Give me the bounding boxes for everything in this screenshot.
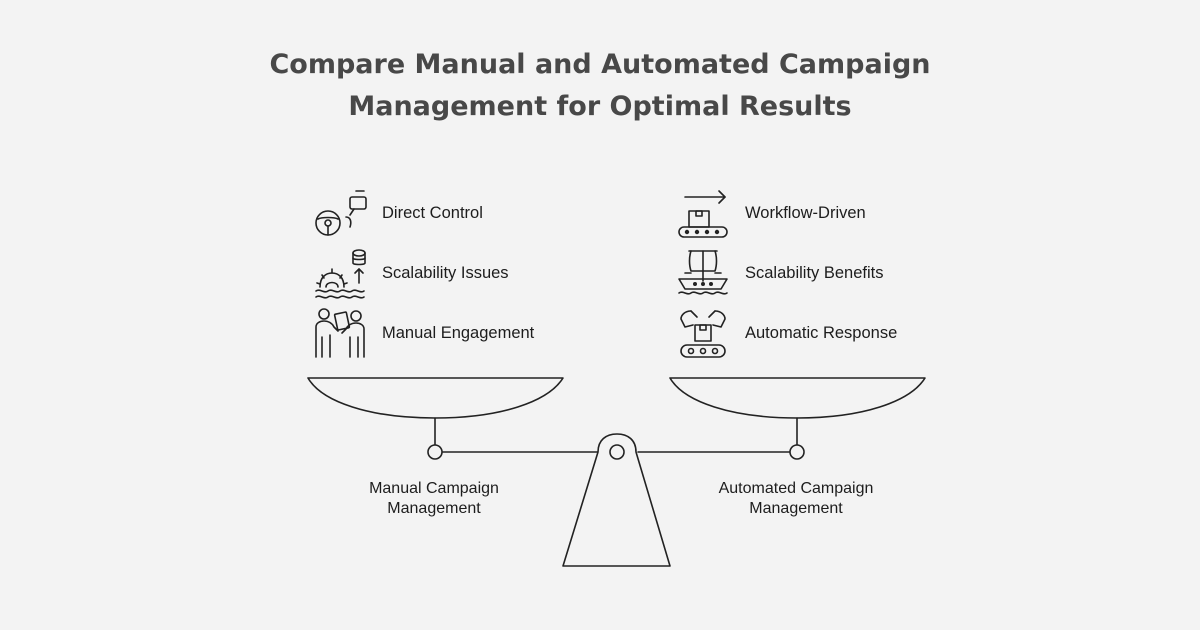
title-line-1: Compare Manual and Automated Campaign (269, 49, 931, 80)
ship-icon (678, 250, 728, 295)
left-beam-joint (427, 444, 443, 460)
right-beam-joint (789, 444, 805, 460)
right-item-3-label: Automatic Response (745, 323, 898, 342)
title-line-2: Management for Optimal Results (348, 91, 852, 122)
right-item-3: Automatic Response (675, 308, 897, 358)
right-pan-label-line-1: Automated Campaign (718, 480, 874, 497)
right-item-1: Workflow-Driven (675, 188, 866, 238)
right-item-2: Scalability Benefits (675, 248, 884, 298)
steering-wheel-icon (315, 190, 367, 236)
robotic-arm-icon (680, 310, 726, 358)
right-item-1-label: Workflow-Driven (745, 203, 866, 222)
overloaded-gear-icon (315, 249, 366, 299)
fulcrum-pivot (609, 444, 625, 460)
left-item-2-label: Scalability Issues (382, 263, 509, 282)
conveyor-arrow-icon (678, 190, 728, 238)
left-item-3: Manual Engagement (312, 308, 534, 358)
left-item-1-label: Direct Control (382, 203, 483, 222)
right-pan (669, 377, 926, 419)
right-item-2-label: Scalability Benefits (745, 263, 884, 282)
left-pan-label-line-1: Manual Campaign (369, 480, 499, 497)
left-item-3-label: Manual Engagement (382, 323, 535, 342)
right-pan-label: Automated Campaign Management (686, 479, 906, 519)
right-pan-label-line-2: Management (749, 500, 843, 517)
people-handoff-icon (315, 308, 365, 358)
left-pan (307, 377, 564, 419)
left-item-2: Scalability Issues (312, 248, 509, 299)
fulcrum (562, 433, 671, 567)
left-item-1: Direct Control (312, 188, 483, 238)
left-pan-label: Manual Campaign Management (324, 479, 544, 519)
page-title: Compare Manual and Automated Campaign Ma… (0, 44, 1200, 128)
left-pan-label-line-2: Management (387, 500, 481, 517)
